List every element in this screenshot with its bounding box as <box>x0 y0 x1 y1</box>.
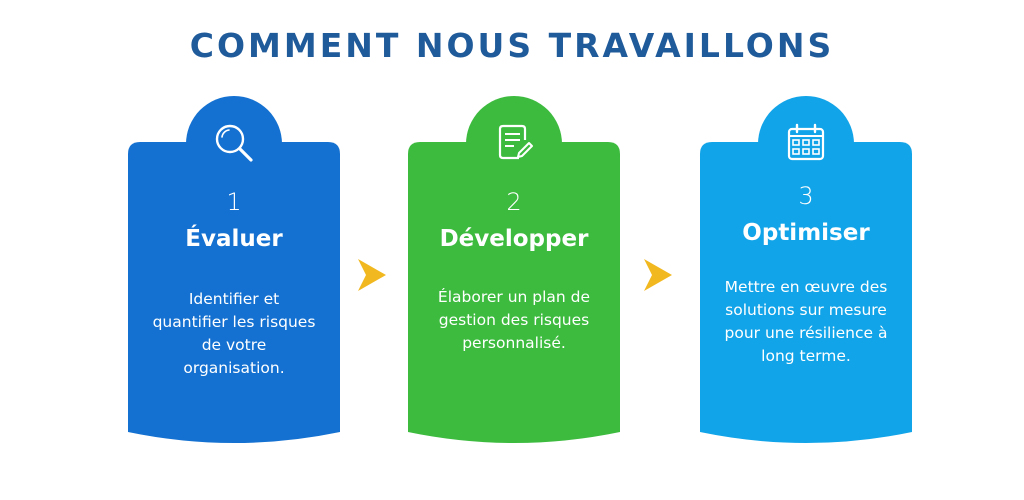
step-title: Optimiser <box>742 220 870 246</box>
step-number: 2 <box>506 188 522 216</box>
step-number: 3 <box>798 182 814 210</box>
magnifier-icon <box>215 124 253 162</box>
page-title: COMMENT NOUS TRAVAILLONS <box>189 26 835 65</box>
step-title: Évaluer <box>185 226 283 252</box>
calendar-icon <box>787 123 825 161</box>
step-card-evaluer: 1 Évaluer Identifier et quantifier les r… <box>128 96 340 446</box>
arrow-right-icon <box>358 259 386 291</box>
step-number: 1 <box>226 188 242 216</box>
card-shape <box>700 96 912 443</box>
step-title: Développer <box>439 226 589 252</box>
step-card-optimiser: 3 Optimiser Mettre en œuvre des solution… <box>700 96 912 446</box>
step-description: Identifier et quantifier les risques de … <box>152 290 316 377</box>
document-edit-icon <box>498 124 533 160</box>
card-shape <box>128 96 340 443</box>
step-card-developper: 2 Développer Élaborer un plan de gestion… <box>408 96 620 446</box>
arrow-right-icon <box>644 259 672 291</box>
card-shape <box>408 96 620 443</box>
step-description: Élaborer un plan de gestion des risques … <box>437 288 591 352</box>
step-description: Mettre en œuvre des solutions sur mesure… <box>724 278 888 365</box>
